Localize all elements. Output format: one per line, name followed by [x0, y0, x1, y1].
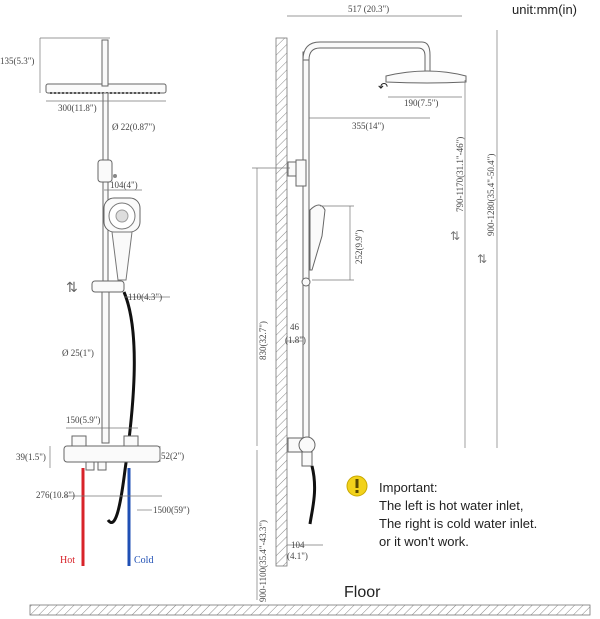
dim-valve-spacing: 150(5.9") — [66, 415, 100, 425]
dim-bar-len: 830(32.7") — [258, 321, 268, 360]
important-line-3: or it won't work. — [379, 534, 469, 549]
hand-shower — [103, 197, 141, 281]
svg-text:⇅: ⇅ — [477, 252, 487, 266]
important-line-2: The right is cold water inlet. — [379, 516, 538, 531]
dim-head-height: 135(5.3") — [0, 56, 34, 66]
cold-label: Cold — [134, 555, 153, 566]
dim-lower-dia: Ø 25(1") — [62, 348, 94, 358]
important-title: Important: — [379, 480, 438, 495]
dim-adjust-range: 790-1170(31.1"-46") — [455, 137, 465, 212]
svg-text:⇅: ⇅ — [450, 229, 460, 243]
side-view: ↶ 517 (20.3") 190(7.5") 355(14") 790-117… — [252, 4, 498, 602]
warning-icon — [346, 475, 368, 497]
floor — [29, 604, 591, 616]
dim-wall-gap-in: (1.8") — [285, 335, 306, 345]
hot-label: Hot — [60, 555, 75, 566]
dim-head-dia: 190(7.5") — [404, 98, 438, 108]
dim-handset: 104(4") — [110, 180, 138, 190]
dim-holder: 110(4.3") — [128, 292, 162, 302]
floor-label: Floor — [344, 584, 381, 601]
upper-rod — [102, 92, 109, 284]
dim-wall-gap: 46 — [290, 322, 300, 332]
thermostatic-valve — [63, 445, 161, 463]
dim-valve-width: 276(10.8") — [36, 490, 75, 500]
side-shower-head — [385, 70, 467, 84]
lower-rod — [101, 282, 110, 444]
dim-upper-dia: Ø 22(0.87") — [112, 122, 155, 132]
dim-hose: 1500(59") — [153, 505, 190, 515]
unit-label: unit:mm(in) — [512, 2, 577, 17]
dim-outlet-in: (4.1") — [287, 551, 308, 561]
wall — [275, 37, 288, 567]
dim-inlet-height: 900-1100(35.4"-43.3") — [258, 520, 268, 602]
svg-text:↶: ↶ — [378, 80, 388, 94]
important-line-1: The left is hot water inlet, — [379, 498, 524, 513]
svg-text:⇅: ⇅ — [66, 280, 78, 296]
side-rod — [302, 51, 310, 451]
dim-valve-depth: 52(2") — [161, 451, 184, 461]
dim-arm: 355(14") — [352, 121, 384, 131]
handset-holder — [91, 280, 125, 293]
top-pipe — [101, 39, 109, 87]
dim-valve-height: 39(1.5") — [16, 452, 46, 462]
dim-handset-len: 252(9.9") — [354, 230, 364, 264]
side-hand-shower — [309, 204, 326, 271]
dim-head-width: 300(11.8") — [58, 103, 97, 113]
front-view: ⇅ Hot Cold 135(5.3") 300(11.8") Ø 22(0.8… — [0, 37, 190, 566]
dim-outlet: 104 — [291, 540, 305, 550]
dim-reach: 517 (20.3") — [348, 4, 389, 14]
shower-arm — [302, 41, 431, 73]
important-note: Important: The left is hot water inlet, … — [379, 479, 594, 551]
dim-total-range: 900-1280(35.4"-50.4") — [486, 154, 496, 236]
